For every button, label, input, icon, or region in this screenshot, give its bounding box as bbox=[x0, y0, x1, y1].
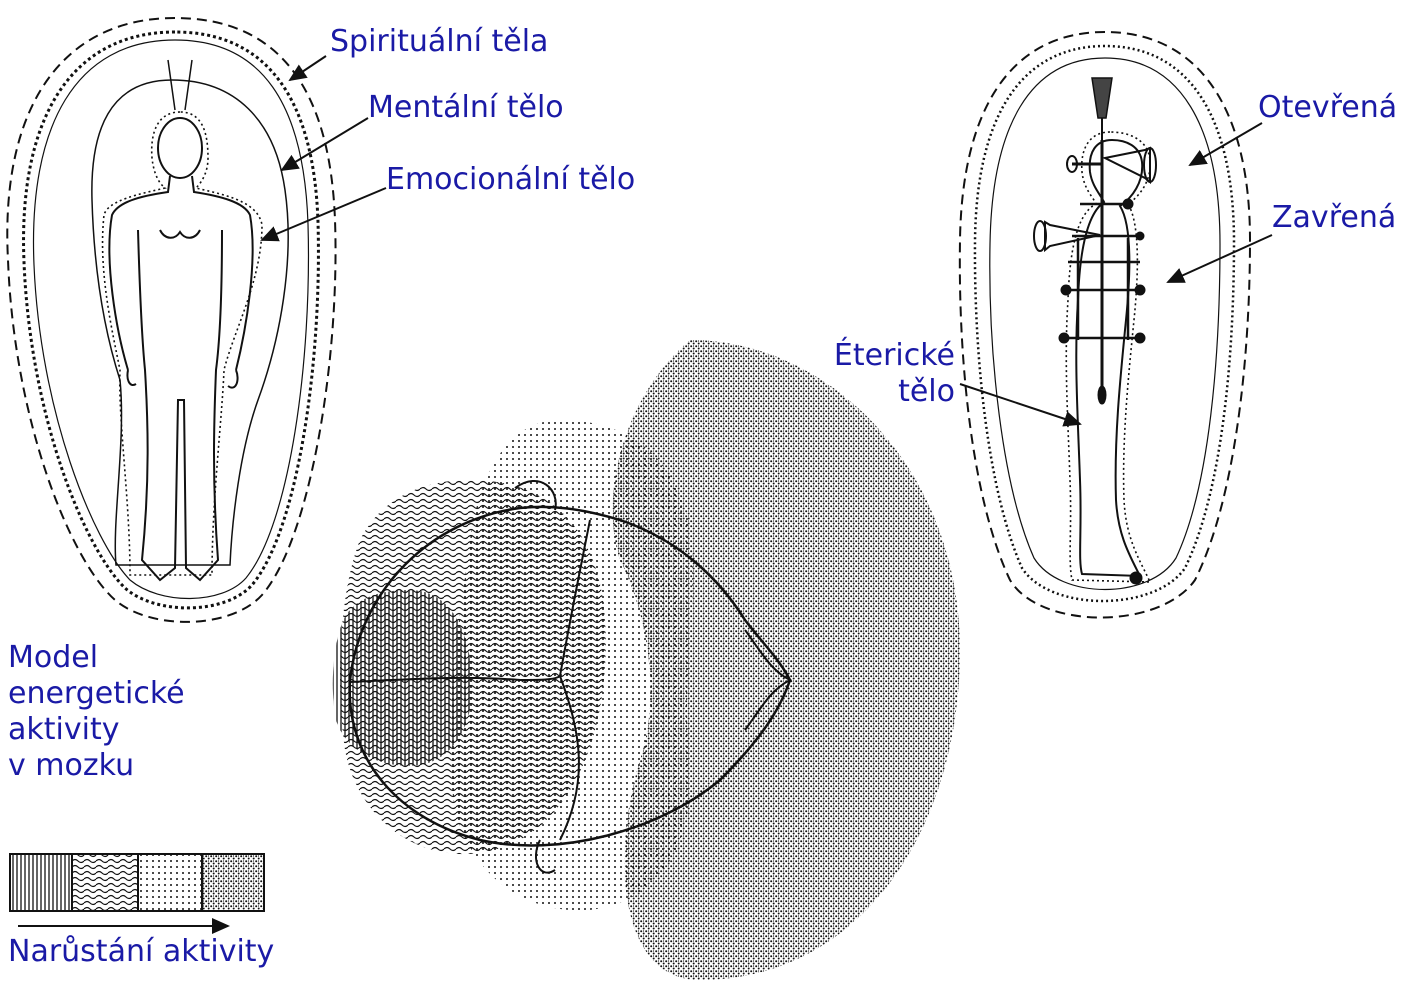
label-mental-body: Mentální tělo bbox=[368, 90, 564, 126]
right-leader-lines bbox=[960, 123, 1272, 424]
label-etheric-body: Éterické tělo bbox=[800, 338, 955, 410]
side-figure-chakra-icon bbox=[960, 32, 1250, 618]
legend-swatch-very-high bbox=[202, 854, 264, 911]
outer-aura-right bbox=[960, 32, 1250, 618]
label-emotional-body: Emocionální tělo bbox=[386, 162, 635, 198]
label-activity-increase: Narůstání aktivity bbox=[8, 934, 274, 970]
legend-swatch-low bbox=[10, 854, 72, 911]
legend-swatch-medium bbox=[72, 854, 138, 911]
legend-swatch-high bbox=[138, 854, 202, 911]
label-spiritual-bodies: Spirituální těla bbox=[330, 24, 548, 60]
spiritual-body-outline bbox=[7, 18, 335, 622]
mental-body-outline bbox=[92, 80, 288, 565]
activity-legend-swatches-icon bbox=[10, 854, 264, 926]
label-closed-chakra: Zavřená bbox=[1272, 200, 1396, 236]
brain-activity-map-icon bbox=[333, 340, 960, 980]
label-brain-model: Model energetické aktivity v mozku bbox=[8, 640, 185, 784]
front-figure-aura-icon bbox=[7, 18, 335, 622]
label-open-chakra: Otevřená bbox=[1258, 90, 1397, 126]
